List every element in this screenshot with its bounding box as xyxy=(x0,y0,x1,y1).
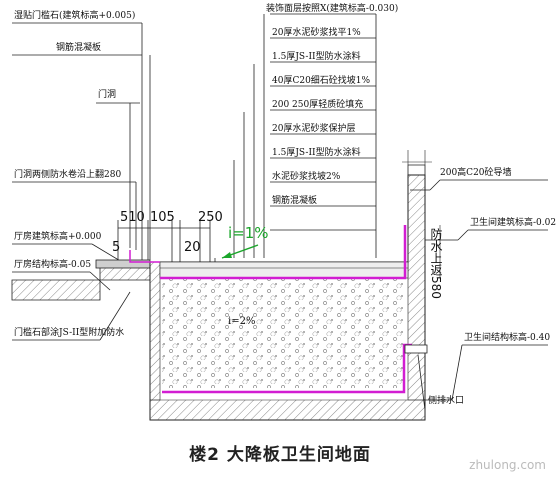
layer-7: 水泥砂浆找坡2% xyxy=(272,172,341,182)
layer-8: 钢筋混凝板 xyxy=(272,196,318,206)
door-frame-label: 门洞 xyxy=(98,90,117,100)
wc-finish-level: 卫生间建筑标高-0.02 xyxy=(470,218,557,228)
layer-leaders xyxy=(233,13,377,258)
layer-1: 20厚水泥砂浆找平1% xyxy=(272,28,361,38)
lightweight-fill xyxy=(162,278,406,388)
top-screed xyxy=(159,261,409,279)
layer-5: 20厚水泥砂浆保护层 xyxy=(272,124,356,134)
threshold-stone-label: 湿贴门槛石(建筑标高+0.005) xyxy=(14,11,136,21)
door-side-note: 门洞两侧防水卷沿上翻280 xyxy=(14,170,122,180)
slope-label: i=1% xyxy=(228,224,269,242)
dim-105: 105 xyxy=(150,210,175,225)
side-drain xyxy=(404,344,428,354)
left-leaders xyxy=(12,22,151,341)
layer-3: 40厚C20细石砼找坡1% xyxy=(272,76,371,86)
dimension-lines xyxy=(117,220,216,262)
guide-wall-label: 200高C20砼导墙 xyxy=(440,168,512,178)
hall-finish-level: 厅房建筑标高+0.000 xyxy=(14,232,102,242)
door-waterproof-label: 门槛石部涂JS-II型附加防水 xyxy=(14,328,125,338)
waterproof-up-label: 防水上返580 xyxy=(429,228,443,299)
waterproof-upper xyxy=(160,225,407,280)
threshold-stone xyxy=(95,259,151,269)
dim-5: 5 xyxy=(112,240,121,255)
slope-label-2: i=2% xyxy=(228,316,256,327)
layer-4: 200 250厚轻质砼填充 xyxy=(272,100,364,110)
layers-header: 装饰面层按照X(建筑标高-0.030) xyxy=(266,4,399,14)
layer-6: 1.5厚JS-II型防水涂料 xyxy=(272,148,361,158)
dim-250: 250 xyxy=(198,210,223,225)
dim-510: 510 xyxy=(120,210,145,225)
dim-20: 20 xyxy=(184,240,201,255)
layer-2: 1.5厚JS-II型防水涂料 xyxy=(272,52,361,62)
hall-struct-level: 厅房结构标高-0.05 xyxy=(14,260,92,270)
wc-struct-level: 卫生间结构标高-0.40 xyxy=(464,333,551,343)
watermark: zhulong.com xyxy=(469,458,546,472)
drawing-title: 楼2 大降板卫生间地面 xyxy=(189,445,371,465)
slab-label: 钢筋混凝板 xyxy=(56,43,102,53)
drain-label: 侧排水口 xyxy=(428,396,465,406)
level-marks xyxy=(410,179,548,411)
